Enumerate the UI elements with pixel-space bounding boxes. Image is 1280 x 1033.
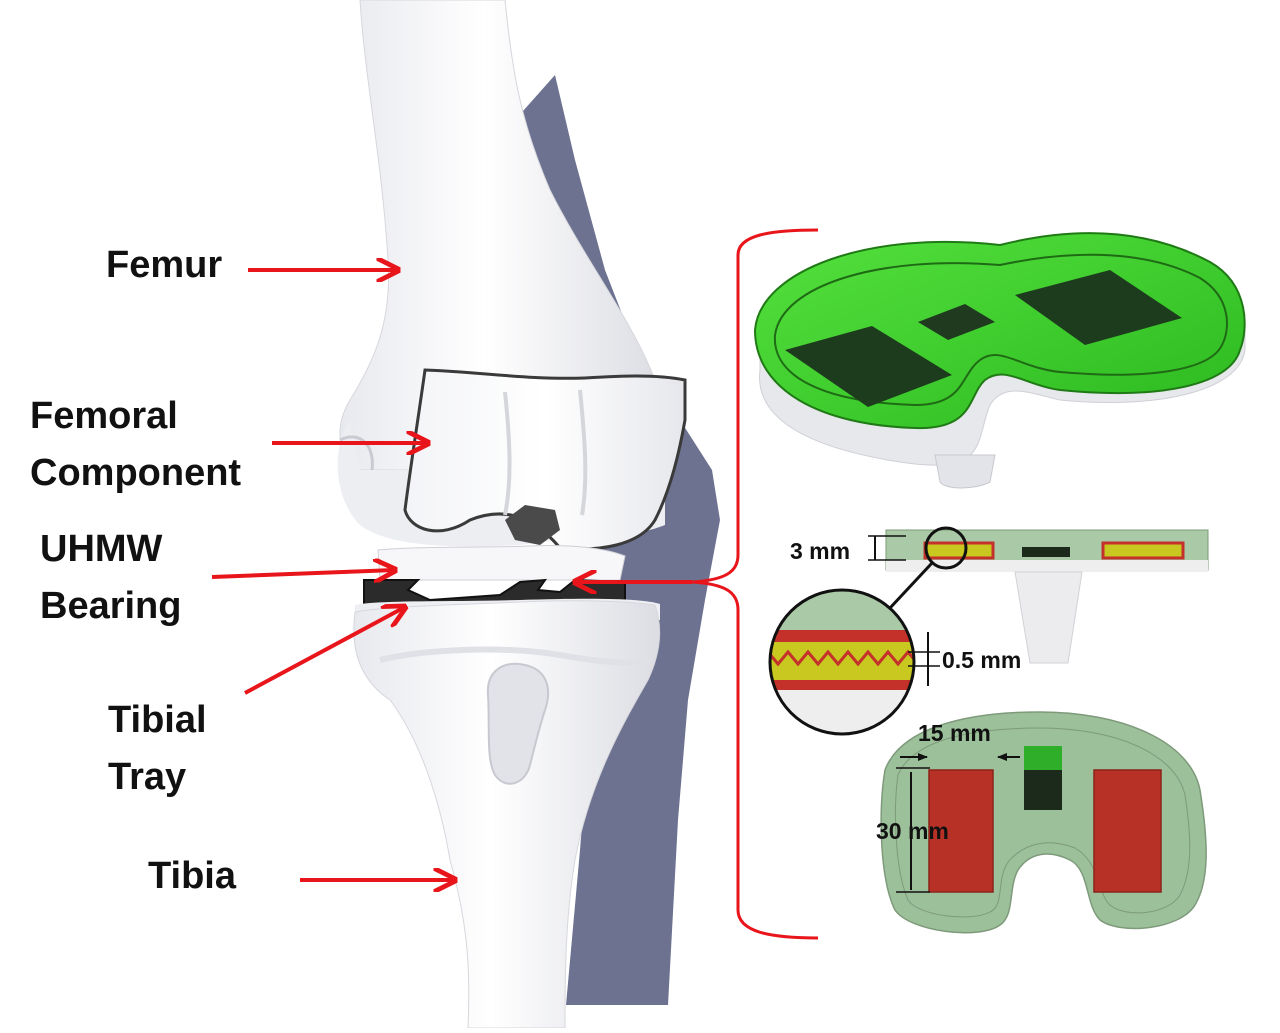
cross-section-electrode-right <box>1101 541 1185 560</box>
label-femoral-line1: Femoral <box>30 395 178 437</box>
tibia-window <box>486 662 550 785</box>
label-uhmw-line1: UHMW <box>40 528 163 570</box>
tibia-ridge <box>379 646 651 666</box>
bearing-top-surface <box>377 545 626 581</box>
cross-section-block-center <box>1022 547 1070 557</box>
tray-3d-pad-center <box>918 304 995 340</box>
dimension-3mm: 3 mm <box>790 538 851 564</box>
label-tibia: Tibia <box>148 855 236 897</box>
tray-3d-stem <box>934 454 996 489</box>
top-view-green-block <box>1024 746 1062 770</box>
cross-section-base <box>886 560 1208 572</box>
cross-section-stem <box>1014 571 1083 664</box>
label-femoral-line2: Component <box>30 452 242 494</box>
top-view-pad-right <box>1093 769 1162 893</box>
tibia-bone <box>353 600 661 1029</box>
femoral-component <box>403 368 687 551</box>
tray-3d-pad-left <box>785 326 952 407</box>
femoral-component-groove <box>503 389 588 516</box>
label-tibial-line1: Tibial <box>108 699 207 741</box>
top-view-inner-rim <box>894 727 1191 918</box>
femoral-component-notch <box>505 505 560 545</box>
label-femur: Femur <box>106 244 223 286</box>
magnifier-connector <box>888 561 934 610</box>
magnifier-circle-icon <box>768 588 916 736</box>
label-uhmw-line2: Bearing <box>40 585 182 627</box>
tray-3d-pad-right <box>1015 270 1182 345</box>
dimension-30mm: 30 mm <box>876 818 949 844</box>
tray-3d-green-body <box>753 232 1246 430</box>
dimension-15mm: 15 mm <box>918 720 991 746</box>
tibial-tray-arrow <box>244 607 405 695</box>
label-tibial-line2: Tray <box>108 756 187 798</box>
cross-section-electrode-left <box>923 541 995 560</box>
magnifier-small-circle-icon <box>924 526 968 570</box>
dimension-0-5mm: 0.5 mm <box>942 647 1022 673</box>
top-view-dark-block <box>1024 770 1062 810</box>
tray-3d-inner-rim <box>773 253 1228 407</box>
uhmw-bearing-arrow <box>211 570 395 577</box>
top-view-pad-left <box>928 769 994 893</box>
